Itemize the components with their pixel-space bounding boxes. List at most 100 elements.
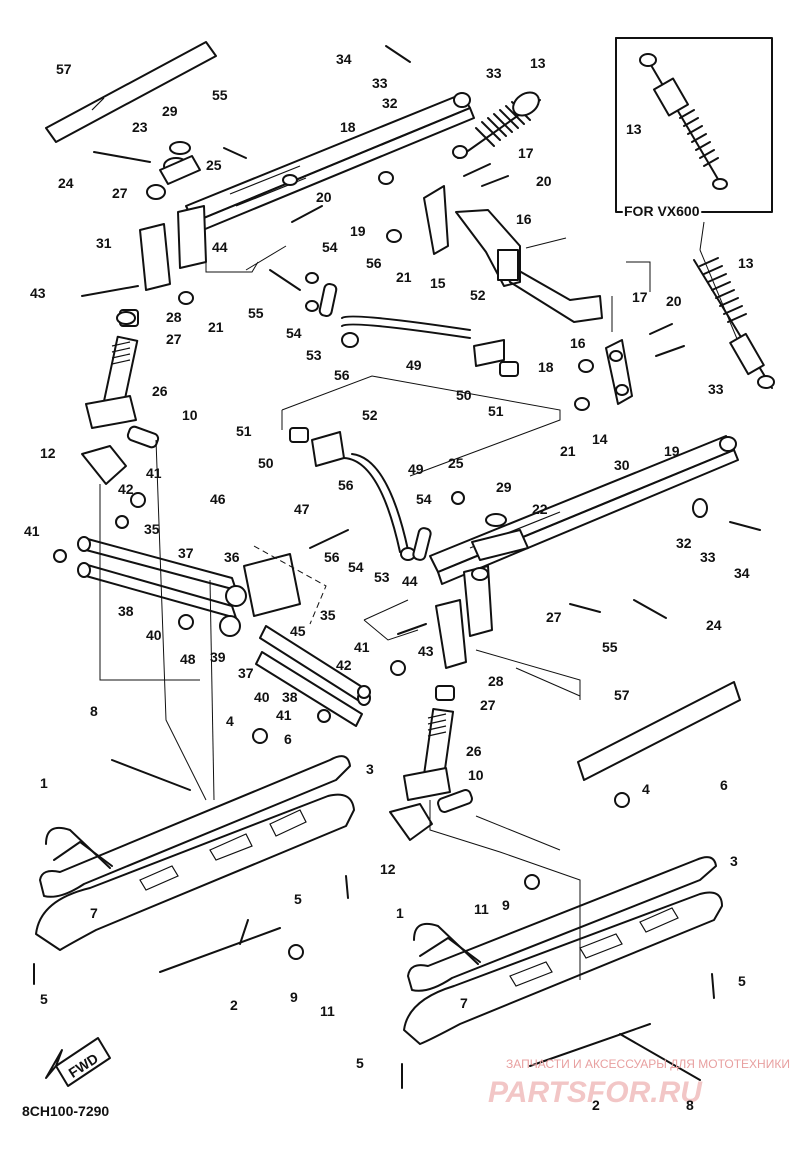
part-callout-56: 56	[338, 477, 354, 493]
part-callout-56: 56	[366, 255, 382, 271]
part-callout-27: 27	[112, 185, 128, 201]
part-callout-38: 38	[282, 689, 298, 705]
part-callout-25: 25	[448, 455, 464, 471]
part-callout-1: 1	[40, 775, 48, 791]
part-callout-41: 41	[24, 523, 40, 539]
vx600-inset: FOR VX600	[615, 37, 773, 371]
part-callout-55: 55	[248, 305, 264, 321]
tie-rod-lower	[289, 427, 416, 561]
part-callout-54: 54	[348, 559, 364, 575]
part-callout-4: 4	[226, 713, 234, 729]
part-callout-44: 44	[212, 239, 228, 255]
part-callout-9: 9	[502, 897, 510, 913]
hardware	[33, 45, 761, 1089]
part-callout-36: 36	[224, 549, 240, 565]
links-53	[318, 283, 432, 561]
part-callout-49: 49	[408, 461, 424, 477]
fwd-arrow: FWD	[45, 1037, 111, 1087]
part-callout-7: 7	[90, 905, 98, 921]
part-callout-54: 54	[416, 491, 432, 507]
inset-label: FOR VX600	[624, 203, 700, 219]
spindle-26-left	[85, 309, 139, 429]
part-callout-12: 12	[380, 861, 396, 877]
part-callout-55: 55	[212, 87, 228, 103]
part-callout-3: 3	[730, 853, 738, 869]
part-callout-52: 52	[362, 407, 378, 423]
spindle-arm-left	[139, 155, 207, 291]
part-callout-20: 20	[536, 173, 552, 189]
part-callout-43: 43	[30, 285, 46, 301]
part-callout-57: 57	[614, 687, 630, 703]
part-callout-35: 35	[144, 521, 160, 537]
part-callout-29: 29	[162, 103, 178, 119]
part-callout-21: 21	[208, 319, 224, 335]
part-callout-51: 51	[488, 403, 504, 419]
part-callout-33: 33	[708, 381, 724, 397]
part-callout-16: 16	[570, 335, 586, 351]
part-callout-53: 53	[306, 347, 322, 363]
part-callout-34: 34	[734, 565, 750, 581]
part-callout-27: 27	[166, 331, 182, 347]
slide-rail-lower	[429, 435, 739, 585]
part-callout-1: 1	[396, 905, 404, 921]
diagram-code: 8CH100-7290	[22, 1103, 109, 1119]
part-callout-20: 20	[666, 293, 682, 309]
center-bracket	[178, 553, 301, 637]
part-callout-8: 8	[686, 1097, 694, 1113]
part-callout-7: 7	[460, 995, 468, 1011]
part-callout-32: 32	[676, 535, 692, 551]
spindle-arm-right	[435, 529, 529, 669]
part-callout-37: 37	[238, 665, 254, 681]
decal-57-lower	[577, 681, 741, 781]
shock-absorber-small	[639, 53, 728, 190]
part-callout-57: 57	[56, 61, 72, 77]
part-callout-5: 5	[40, 991, 48, 1007]
part-callout-33: 33	[486, 65, 502, 81]
part-callout-56: 56	[324, 549, 340, 565]
part-callout-24: 24	[706, 617, 722, 633]
part-callout-41: 41	[146, 465, 162, 481]
part-callout-2: 2	[592, 1097, 600, 1113]
part-callout-26: 26	[152, 383, 168, 399]
part-callout-54: 54	[322, 239, 338, 255]
part-callout-21: 21	[396, 269, 412, 285]
part-callout-13: 13	[626, 121, 642, 137]
part-callout-50: 50	[456, 387, 472, 403]
part-callout-13: 13	[530, 55, 546, 71]
part-callout-4: 4	[642, 781, 650, 797]
part-callout-51: 51	[236, 423, 252, 439]
part-callout-43: 43	[418, 643, 434, 659]
part-callout-5: 5	[356, 1055, 364, 1071]
tie-rod-upper	[341, 315, 519, 377]
part-callout-42: 42	[336, 657, 352, 673]
part-callout-22: 22	[532, 501, 548, 517]
decal-57-top	[45, 41, 217, 143]
spindle-26-right	[403, 685, 455, 801]
part-callout-13: 13	[738, 255, 754, 271]
part-callout-30: 30	[614, 457, 630, 473]
part-callout-31: 31	[96, 235, 112, 251]
part-callout-24: 24	[58, 175, 74, 191]
part-callout-54: 54	[286, 325, 302, 341]
part-callout-20: 20	[316, 189, 332, 205]
part-callout-12: 12	[40, 445, 56, 461]
part-callout-15: 15	[430, 275, 446, 291]
shock-absorber-upper	[452, 91, 541, 159]
part-callout-9: 9	[290, 989, 298, 1005]
part-callout-5: 5	[294, 891, 302, 907]
part-callout-11: 11	[474, 901, 489, 917]
part-callout-29: 29	[496, 479, 512, 495]
part-callout-41: 41	[354, 639, 370, 655]
shock-absorber-right	[693, 257, 775, 389]
part-callout-10: 10	[182, 407, 198, 423]
part-callout-39: 39	[210, 649, 226, 665]
part-callout-33: 33	[372, 75, 388, 91]
part-callout-3: 3	[366, 761, 374, 777]
part-callout-53: 53	[374, 569, 390, 585]
part-callout-23: 23	[132, 119, 148, 135]
radius-rods-left	[77, 536, 237, 619]
radius-rods-right	[255, 625, 371, 727]
part-callout-32: 32	[382, 95, 398, 111]
